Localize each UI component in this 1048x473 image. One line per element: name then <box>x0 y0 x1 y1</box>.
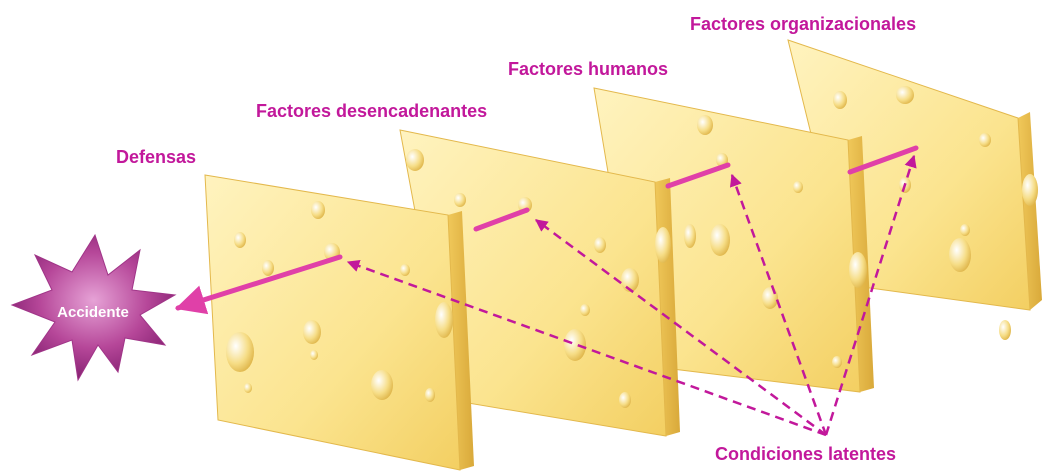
label-condiciones-latentes: Condiciones latentes <box>715 444 897 464</box>
cheese-slice-defensas <box>204 174 474 471</box>
label-factores-desencadenantes: Factores desencadenantes <box>256 101 488 121</box>
accident-trajectory <box>175 145 919 315</box>
accident-starburst-icon <box>10 233 177 382</box>
label-factores-humanos: Factores humanos <box>508 59 669 79</box>
label-accidente: Accidente <box>57 304 129 321</box>
label-defensas: Defensas <box>116 147 197 167</box>
label-factores-organizacionales: Factores organizacionales <box>690 14 917 34</box>
latent-condition-links <box>346 154 917 437</box>
